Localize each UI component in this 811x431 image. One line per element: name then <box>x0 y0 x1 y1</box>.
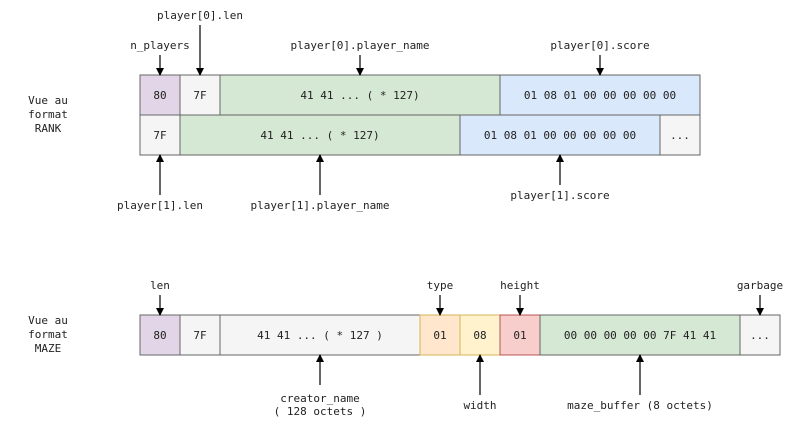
maze-cell-width-text: 08 <box>473 329 486 342</box>
label-p1-len: player[1].len <box>117 199 203 212</box>
maze-cell-creator-name-text: 41 41 ... ( * 127 ) <box>257 329 383 342</box>
maze-cell-type-text: 01 <box>433 329 446 342</box>
svg-text:Vue au: Vue au <box>28 94 68 107</box>
maze-cell-7f-text: 7F <box>193 329 206 342</box>
maze-cell-buffer-text: 00 00 00 00 00 7F 41 41 <box>564 329 716 342</box>
label-p0-len: player[0].len <box>157 9 243 22</box>
rank-cell-p1-len-text: 7F <box>153 129 166 142</box>
label-p1-name: player[1].player_name <box>250 199 389 212</box>
rank-annotations: n_players player[0].len player[0].player… <box>117 9 650 212</box>
rank-cell-p0-name-text: 41 41 ... ( * 127) <box>300 89 419 102</box>
rank-cell-n-players <box>139 74 181 116</box>
label-width: width <box>463 399 496 412</box>
label-creator-name: creator_name <box>280 392 359 405</box>
rank-view-label: Vue au format RANK <box>28 94 68 135</box>
label-p0-score: player[0].score <box>550 39 649 52</box>
rank-cell-more-text: ... <box>670 129 690 142</box>
maze-row: 80 7F 41 41 ... ( * 127 ) 01 08 01 00 00… <box>139 314 781 356</box>
label-maze-buffer: maze_buffer (8 octets) <box>567 399 713 412</box>
label-type: type <box>427 279 454 292</box>
rank-cell-p0-score-text: 01 08 01 00 00 00 00 00 <box>524 89 676 102</box>
rank-row-1: 80 7F 41 41 ... ( * 127) 01 08 01 00 00 … <box>139 74 701 116</box>
rank-cell-n-players-text: 80 <box>153 89 166 102</box>
rank-row-2: 7F 41 41 ... ( * 127) 01 08 01 00 00 00 … <box>139 114 701 156</box>
maze-cell-garbage-text: ... <box>750 329 770 342</box>
label-n-players: n_players <box>130 39 190 52</box>
label-p1-score: player[1].score <box>510 189 609 202</box>
svg-text:Vue au: Vue au <box>28 314 68 327</box>
maze-cell-height-text: 01 <box>513 329 526 342</box>
maze-cell-len <box>139 314 181 356</box>
label-len: len <box>150 279 170 292</box>
svg-text:MAZE: MAZE <box>35 342 62 355</box>
maze-cell-height <box>499 314 541 356</box>
rank-cell-p1-score-text: 01 08 01 00 00 00 00 00 <box>484 129 636 142</box>
rank-cell-more <box>659 114 701 156</box>
svg-text:RANK: RANK <box>35 122 62 135</box>
label-p0-name: player[0].player_name <box>290 39 429 52</box>
svg-text:format: format <box>28 108 68 121</box>
rank-cell-p1-name <box>179 114 461 156</box>
maze-annotations: len type height garbage creator_name ( 1… <box>150 279 783 418</box>
maze-cell-7f <box>179 314 221 356</box>
label-creator-name-size: ( 128 octets ) <box>274 405 367 418</box>
maze-view-label: Vue au format MAZE <box>28 314 68 355</box>
rank-cell-p0-len-text: 7F <box>193 89 206 102</box>
rank-cell-p0-len <box>179 74 221 116</box>
maze-cell-creator-name <box>219 314 421 356</box>
rank-cell-p1-name-text: 41 41 ... ( * 127) <box>260 129 379 142</box>
svg-text:format: format <box>28 328 68 341</box>
maze-cell-len-text: 80 <box>153 329 166 342</box>
label-height: height <box>500 279 540 292</box>
maze-cell-width <box>459 314 501 356</box>
rank-cell-p0-score <box>499 74 701 116</box>
label-garbage: garbage <box>737 279 783 292</box>
